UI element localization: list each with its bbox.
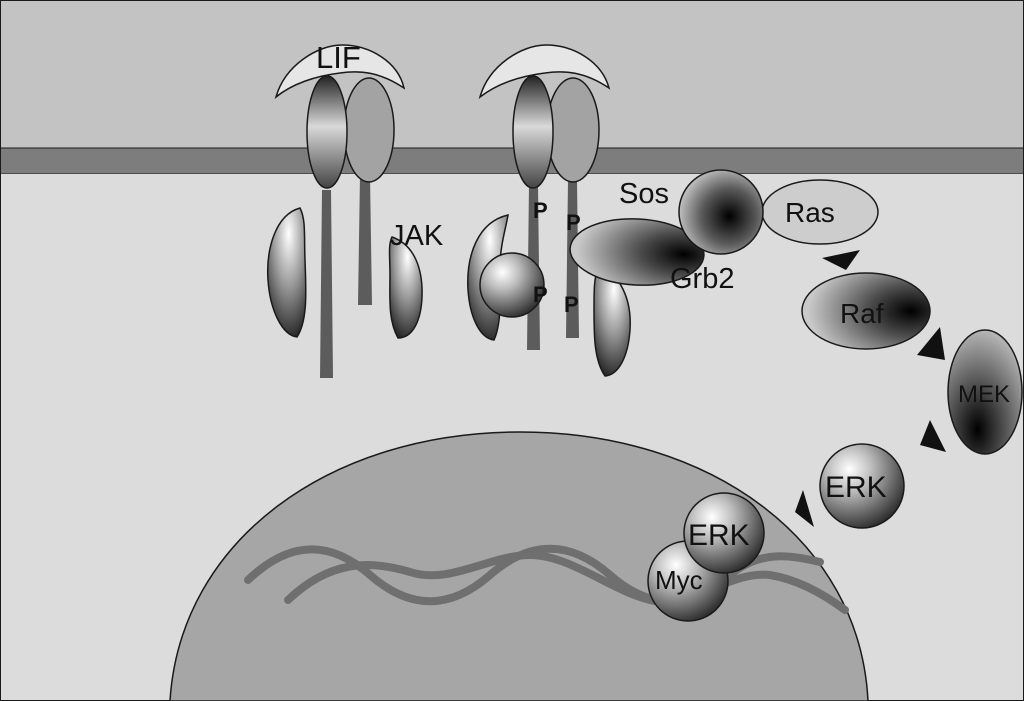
raf-protein bbox=[801, 272, 931, 350]
jak-kinase-1a bbox=[266, 207, 307, 338]
receptor-subunit-1a bbox=[306, 75, 348, 189]
label-grb2: Grb2 bbox=[670, 263, 734, 295]
lif-ligand-1 bbox=[274, 44, 406, 100]
receptor-complex-1 bbox=[266, 44, 423, 378]
nucleus bbox=[169, 431, 869, 701]
label-p-1: P bbox=[533, 198, 548, 223]
plasma-membrane bbox=[0, 147, 1024, 175]
label-erk-cytoplasm: ERK bbox=[825, 471, 887, 504]
label-sos: Sos bbox=[619, 178, 669, 210]
erk-nucleus bbox=[683, 492, 765, 574]
dna-strand-2 bbox=[284, 550, 849, 614]
arrow-raf-to-mek bbox=[917, 327, 945, 360]
grb2-protein bbox=[569, 218, 705, 286]
receptor-subunit-2a bbox=[512, 75, 554, 189]
label-ras: Ras bbox=[785, 197, 835, 228]
jak-kinase-2b bbox=[593, 267, 631, 377]
erk-cytoplasm bbox=[819, 443, 905, 529]
label-erk-nucleus: ERK bbox=[688, 519, 750, 552]
arrow-ras-to-raf bbox=[822, 250, 860, 270]
receptor-tail-1a bbox=[320, 190, 333, 378]
label-jak: JAK bbox=[390, 220, 444, 252]
jak-kinase-1b bbox=[388, 236, 423, 339]
label-myc: Myc bbox=[655, 565, 703, 595]
receptor-subunit-2b bbox=[546, 77, 600, 183]
lif-ligand-2 bbox=[478, 44, 611, 99]
label-mek: MEK bbox=[958, 381, 1010, 408]
stat-adaptor-sphere bbox=[479, 252, 545, 318]
label-lif: LIF bbox=[316, 40, 361, 75]
arrow-mek-to-erk bbox=[920, 420, 946, 452]
sos-protein bbox=[678, 169, 764, 255]
receptor-tail-1b bbox=[358, 175, 372, 305]
receptor-subunit-1b bbox=[343, 77, 395, 183]
label-p-2: P bbox=[566, 210, 581, 235]
label-p-3: P bbox=[533, 282, 548, 307]
label-p-4: P bbox=[564, 292, 579, 317]
arrow-erk-to-nucleus bbox=[795, 490, 814, 527]
label-raf: Raf bbox=[840, 298, 884, 329]
mek-protein bbox=[947, 329, 1023, 455]
